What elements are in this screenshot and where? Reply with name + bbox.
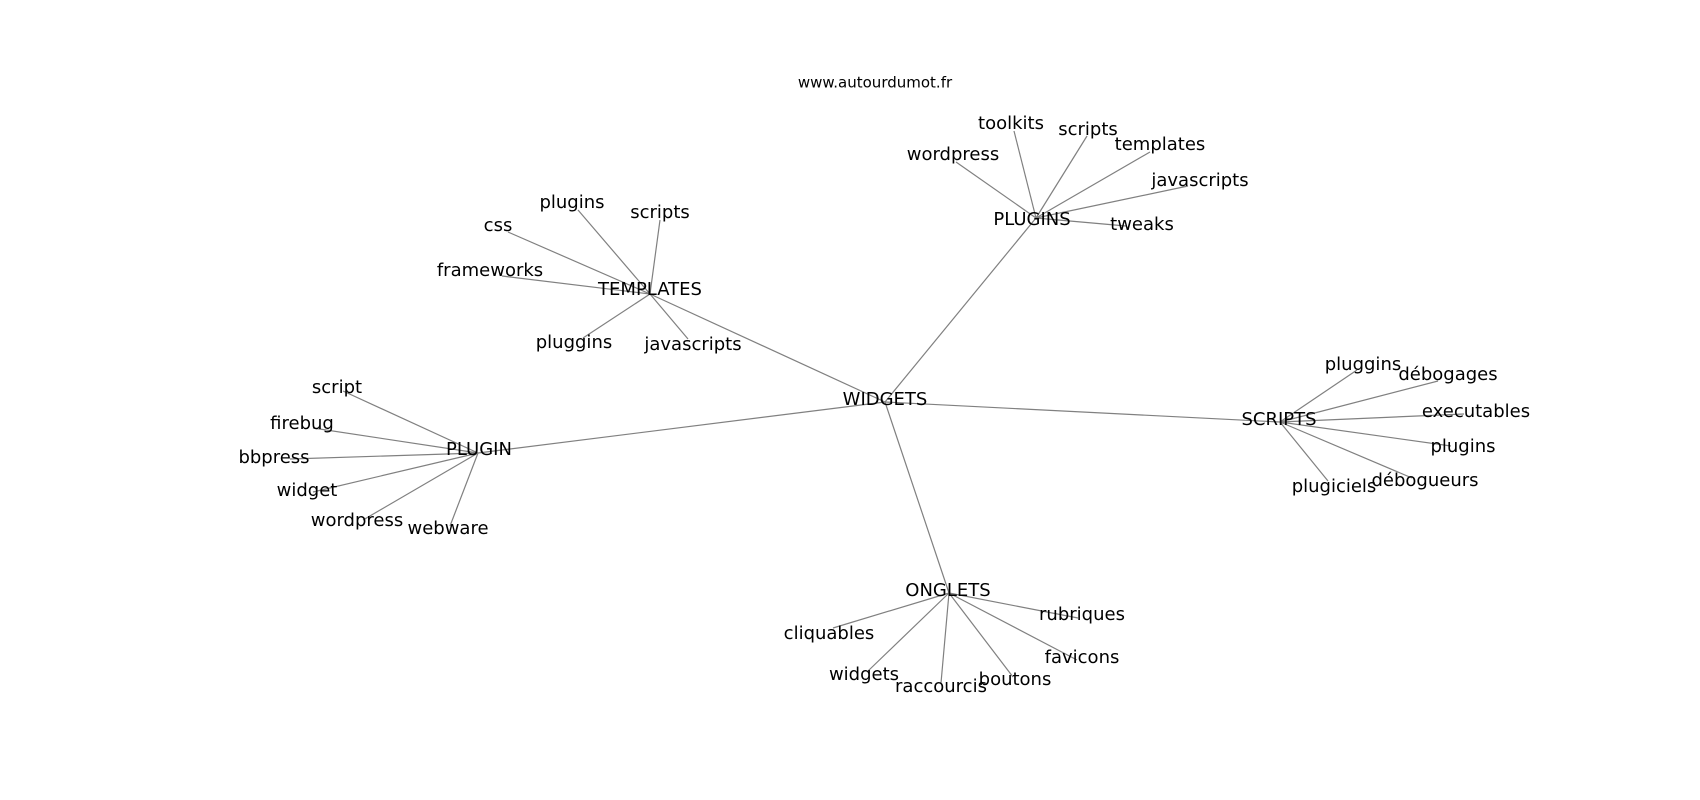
edge-scripts-pluggins [1279,369,1358,423]
node-hub-templates: TEMPLATES [597,279,702,300]
edge-templates-frameworks [501,275,651,295]
edge-templates-plugins [577,209,651,295]
node-hub-plugin: PLUGIN [446,439,512,460]
edge-templates-pluggins [582,293,651,339]
edge-scripts-executables [1279,413,1465,423]
edge-plugins-toolkits [1013,130,1037,219]
edge-plugins-wordpress [955,161,1037,219]
node-leaf-scripts-debogueurs: débogueurs [1371,470,1478,491]
node-leaf-plugin-script: script [312,377,362,398]
node-leaf-scripts-pluggins: pluggins [1325,354,1401,375]
edge-center-onglets [884,401,950,594]
node-leaf-plugins-wordpress: wordpress [907,144,1000,165]
node-hub-scripts: SCRIPTS [1241,409,1316,430]
edge-onglets-widgets [867,592,950,672]
node-leaf-onglets-cliquables: cliquables [784,623,875,644]
edge-templates-javascripts [649,293,689,340]
node-leaf-templates-plugins: plugins [539,192,604,213]
edge-onglets-raccourcis [940,592,950,684]
node-leaf-plugins-templates: templates [1115,134,1206,155]
node-leaf-scripts-executables: executables [1422,401,1530,422]
edge-scripts-plugiciels [1279,421,1329,482]
node-leaf-onglets-boutons: boutons [979,669,1052,690]
node-leaf-templates-scripts: scripts [630,202,690,223]
node-hub-plugins: PLUGINS [993,209,1070,230]
edge-plugin-bbpress [289,452,479,460]
labels-layer: WIDGETS TEMPLATES plugins scripts css framewo… [238,113,1530,697]
edge-plugin-webware [449,452,479,527]
node-hub-onglets: ONGLETS [905,580,990,601]
edge-templates-scripts [649,219,661,295]
node-leaf-plugins-tweaks: tweaks [1110,214,1174,235]
edge-center-plugins [884,217,1037,403]
edge-center-plugin [477,401,886,454]
edge-plugin-firebug [312,427,479,454]
edge-plugin-script [342,390,479,454]
node-leaf-plugin-wordpress: wordpress [311,510,404,531]
edges-layer [289,130,1465,684]
edge-plugin-wordpress [362,452,479,521]
edge-plugins-scripts [1035,135,1088,219]
watermark-text: www.autourdumot.fr [798,74,953,92]
edge-center-scripts [884,401,1281,423]
edge-scripts-plugins [1279,421,1452,447]
node-leaf-plugins-scripts: scripts [1058,119,1118,140]
node-leaf-plugin-firebug: firebug [270,413,334,434]
node-leaf-scripts-debogages: débogages [1398,364,1497,385]
edge-onglets-cliquables [832,592,950,629]
edge-onglets-rubriques [948,592,1079,619]
edge-plugins-javascripts [1035,185,1189,219]
node-center-widgets: WIDGETS [843,389,928,410]
node-leaf-templates-pluggins: pluggins [536,332,612,353]
edge-scripts-debogages [1279,380,1439,423]
node-leaf-plugin-webware: webware [407,518,488,539]
node-leaf-templates-css: css [484,215,513,236]
edge-plugins-tweaks [1035,217,1127,227]
edge-scripts-debogueurs [1279,421,1413,479]
edge-plugin-widget [312,452,479,493]
node-leaf-plugin-widget: widget [277,480,338,501]
node-leaf-onglets-widgets: widgets [829,664,899,685]
node-leaf-plugin-bbpress: bbpress [238,447,309,468]
node-leaf-onglets-rubriques: rubriques [1039,604,1125,625]
node-leaf-plugins-toolkits: toolkits [978,113,1044,134]
edge-center-templates [649,293,886,403]
node-leaf-templates-frameworks: frameworks [437,260,543,281]
edge-onglets-favicons [948,592,1078,661]
edge-onglets-boutons [948,592,1014,678]
edge-templates-css [507,231,651,295]
node-leaf-onglets-raccourcis: raccourcis [895,676,987,697]
edge-plugins-templates [1035,151,1151,219]
node-leaf-plugins-javascripts: javascripts [1150,170,1248,191]
node-leaf-scripts-plugins: plugins [1430,436,1495,457]
node-leaf-templates-javascripts: javascripts [643,334,741,355]
node-leaf-onglets-favicons: favicons [1045,647,1120,668]
node-leaf-scripts-plugiciels: plugiciels [1292,476,1377,497]
